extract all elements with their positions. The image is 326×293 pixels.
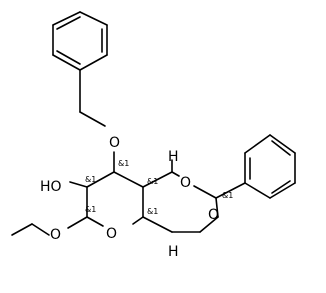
stereo-mark-c5: &1	[147, 207, 158, 216]
benzyl-phenyl-ring	[52, 11, 108, 71]
dioxane-top-oxygen-label: O	[180, 175, 191, 191]
stereo-mark-c4: &1	[147, 177, 158, 186]
hydroxyl-label: HO	[40, 179, 62, 195]
hydrogen-top-label: H	[168, 149, 179, 165]
pyranose-ring: O	[86, 171, 144, 242]
methoxy-oxygen-label: O	[50, 227, 61, 243]
stereo-mark-c2: &1	[85, 175, 96, 184]
hydrogen-bottom-label: H	[168, 244, 179, 260]
benzyl-linker: O	[79, 69, 120, 173]
phenyl-ring-right	[244, 134, 296, 199]
benzyl-oxygen-label: O	[109, 135, 120, 151]
stereo-mark-acetal: &1	[222, 191, 233, 200]
dioxane-ring: O O	[142, 159, 246, 233]
stereo-markers: &1 &1 &1 &1 &1 &1	[85, 159, 233, 216]
stereo-mark-c1: &1	[85, 205, 96, 214]
stereo-mark-c3: &1	[118, 159, 129, 168]
pyranose-oxygen-label: O	[106, 226, 117, 242]
dioxane-right-oxygen-label: O	[208, 207, 219, 223]
